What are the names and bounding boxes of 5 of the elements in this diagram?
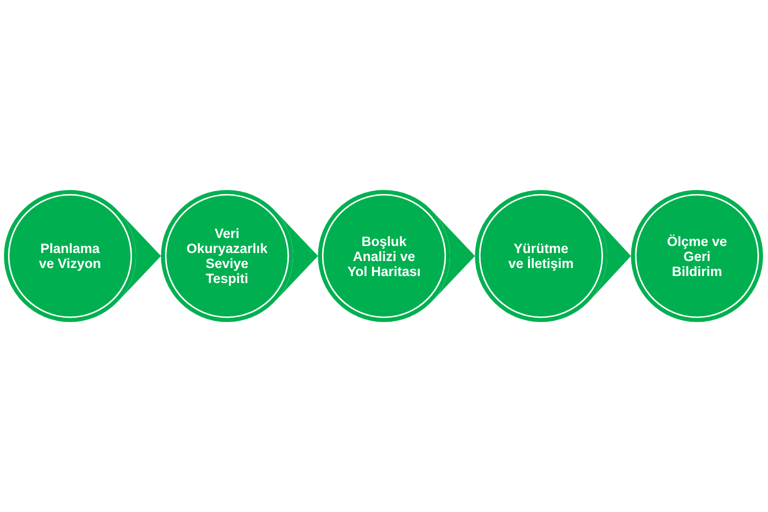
- step-label: Ölçme ve Geri Bildirim: [666, 234, 728, 278]
- step-label: Boşluk Analizi ve Yol Haritası: [346, 234, 422, 278]
- step-label: Veri Okuryazarlık Seviye Tespiti: [185, 226, 269, 286]
- step-label: Yürütme ve İletişim: [507, 241, 575, 271]
- step-label: Planlama ve Vizyon: [38, 241, 102, 271]
